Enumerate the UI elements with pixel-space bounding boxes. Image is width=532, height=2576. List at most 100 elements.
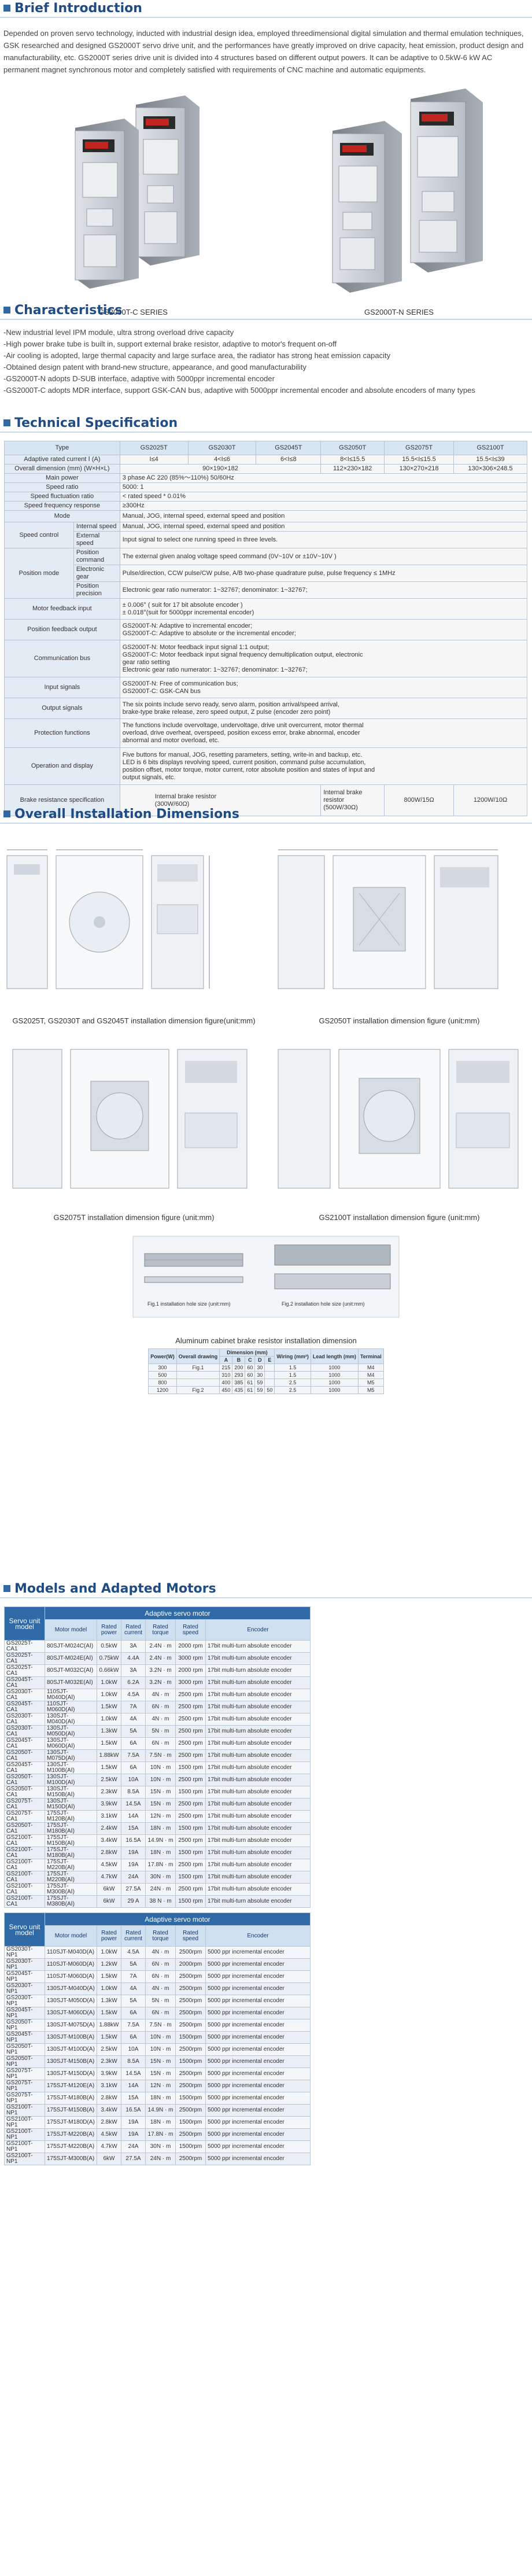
header-cell: Type (4, 441, 120, 455)
dimension-drawing (278, 1049, 519, 1189)
table-cell: GS2050T-NP1 (4, 2043, 45, 2056)
table-cell: 30 (254, 1363, 265, 1372)
header-cell: Rated current (121, 1619, 146, 1641)
table-row: Communication bus GS2000T-N: Motor feedb… (4, 640, 528, 677)
table-cell: 17bit multi-turn absolute encoder (205, 1774, 311, 1786)
table-cell: 59 (254, 1386, 265, 1394)
cell-line: (300W/60Ω) (154, 800, 190, 808)
table-cell: 14.9N · m (145, 2104, 176, 2117)
table-cell: 4.5A (121, 1689, 146, 1701)
product-gs2000t-c: GS2000T-C SERIES (0, 82, 266, 325)
table-cell: 60 (245, 1363, 256, 1372)
table-cell: GS2045T-CA1 (4, 1761, 45, 1774)
table-cell: GS2100T-CA1 (4, 1859, 45, 1871)
header-cell: Rated torque (145, 1925, 176, 1947)
table-cell: GS2050T-NP1 (4, 2055, 45, 2068)
table-cell: 1500rpm (175, 2031, 206, 2044)
table-cell: 310 (219, 1371, 233, 1379)
table-cell: 80SJT-M032E(AⅠ) (45, 1676, 97, 1689)
table-cell: 1.2kW (97, 1958, 121, 1971)
table-cell: 7.5N · m (145, 1749, 176, 1762)
brake-caption: Aluminum cabinet brake resistor installa… (175, 1336, 357, 1345)
table-cell: 3.2N · m (145, 1664, 176, 1677)
cell-line: LED is 6 bits displays revolving speed, … (122, 758, 366, 766)
table-cell: 130SJT-M100B(A) (45, 2031, 97, 2044)
table-cell: 130SJT-M050D(AⅠ) (45, 1725, 97, 1738)
table-cell: 17.8N · m (145, 2128, 176, 2141)
table-cell: 6N · m (145, 1701, 176, 1713)
table-cell: 5A (121, 1958, 146, 1971)
table-cell: 110SJT-M060D(A) (45, 1958, 97, 1971)
table-cell: 4.5kW (97, 1859, 121, 1871)
table-cell: 17bit multi-turn absolute encoder (205, 1737, 311, 1750)
header-cell: Servo unit model (4, 1606, 45, 1641)
cell-line: ± 0.018°(suit for 5000ppr incremental en… (122, 609, 254, 616)
table-cell: 17bit multi-turn absolute encoder (205, 1640, 311, 1653)
row-label: Input signals (4, 677, 120, 698)
dimension-drawing (12, 1049, 247, 1189)
table-cell: 6kW (97, 1883, 121, 1896)
table-cell: 4N · m (145, 1946, 176, 1959)
table-cell: 5000 ppr incremental encoder (205, 1958, 311, 1971)
table-row: Speed control Internal speed Manual, JOG… (4, 522, 528, 548)
table-cell: 130SJT-M150D(A) (45, 2068, 97, 2080)
cell: GS2000T-N: Free of communication bus; GS… (119, 677, 528, 698)
table-cell: 3.4kW (97, 2104, 121, 2117)
cell: < rated speed * 0.01% (119, 492, 528, 502)
table-cell: 5000 ppr incremental encoder (205, 2031, 311, 2044)
figure-label: Fig.2 installation hole size (unit:mm) (282, 1301, 365, 1307)
table-cell: 6kW (97, 2153, 121, 2165)
table-cell: GS2100T-NP1 (4, 2128, 45, 2141)
table-cell: 5000 ppr incremental encoder (205, 2080, 311, 2092)
table-cell: 17bit multi-turn absolute encoder (205, 1664, 311, 1677)
row-label: Communication bus (4, 640, 120, 677)
table-cell: 29 A (121, 1895, 146, 1908)
table-cell: 19A (121, 1847, 146, 1859)
cell-line: GS2000T-C: GSK-CAN bus (122, 687, 201, 695)
table-cell: GS2100T-NP1 (4, 2153, 45, 2165)
table-cell: 14.5A (121, 2068, 146, 2080)
table-cell: 80SJT-M024E(AⅠ) (45, 1652, 97, 1665)
table-cell: 2.5 (274, 1386, 311, 1394)
header-cell: Servo unit model (4, 1912, 45, 1947)
dimension-figure: GS2050T installation dimension figure (u… (267, 835, 532, 1032)
cell: The external given analog voltage speed … (119, 548, 528, 565)
table-cell: 17bit multi-turn absolute encoder (205, 1871, 311, 1884)
table-cell: Fig.1 (176, 1363, 220, 1372)
table-cell: GS2075T-NP1 (4, 2092, 45, 2105)
header-cell: Encoder (205, 1925, 311, 1947)
header-cell: Rated torque (145, 1619, 176, 1641)
table-cell: 5000 ppr incremental encoder (205, 2068, 311, 2080)
table-cell: GS2100T-NP1 (4, 2104, 45, 2117)
header-cell: Wiring (mm²) (274, 1348, 311, 1364)
table-cell: GS2045T-CA1 (4, 1737, 45, 1750)
row-label: Speed frequency response (4, 501, 120, 511)
table-row: Mode Manual, JOG, internal speed, extern… (4, 510, 528, 522)
table-cell (176, 1371, 220, 1379)
cell: Internal brake resistor (300W/60Ω) (119, 784, 322, 816)
table-row: Main power 3 phase AC 220 (85%～110%) 50/… (4, 473, 528, 483)
table-cell: 435 (232, 1386, 246, 1394)
brake-resistor-table: Power(W) Overall drawing Dimension (mm) … (148, 1348, 384, 1394)
sub-label: Electronic gear (73, 565, 120, 582)
table-cell: 17bit multi-turn absolute encoder (205, 1652, 311, 1665)
table-cell: GS2050T-CA1 (4, 1749, 45, 1762)
table-row: Operation and display Five buttons for m… (4, 747, 528, 785)
table-cell: 3.1kW (97, 1810, 121, 1823)
table-cell: GS2100T-CA1 (4, 1871, 45, 1884)
motor-table-n: Servo unit model Adaptive servo motor Mo… (4, 1912, 311, 2165)
servo-drive-image (75, 95, 200, 289)
header-cell: C (245, 1356, 256, 1364)
list-item: -High power brake tube is built in, supp… (3, 340, 337, 348)
table-cell: 10N · m (145, 1761, 176, 1774)
table-row: Electronic gear Pulse/direction, CCW pul… (5, 565, 528, 582)
table-cell: 17bit multi-turn absolute encoder (205, 1895, 311, 1908)
